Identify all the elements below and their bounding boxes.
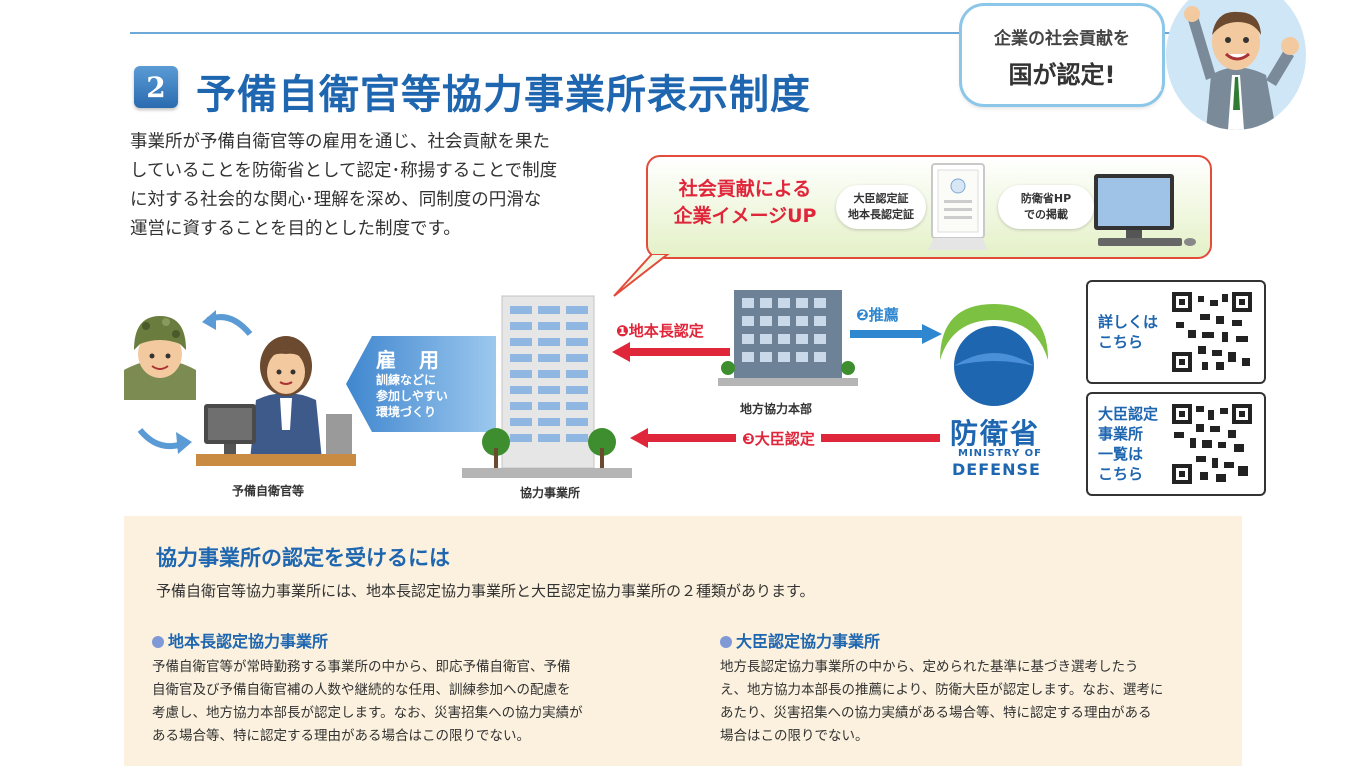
- mod-name-jp: 防衛省: [950, 417, 1041, 450]
- arrow1-label: ❶地本長認定: [616, 322, 704, 340]
- section-title-text: 地本長認定協力事業所: [168, 632, 329, 651]
- body-line: え、地方協力本部長の推薦により、防衛大臣が認定します。なお、選考に: [720, 682, 1164, 698]
- callout-tail: [613, 254, 670, 297]
- reservist-label: 予備自衛官等: [232, 484, 305, 498]
- qr-code-icon[interactable]: [1172, 404, 1252, 484]
- pill-line: 防衛省HP: [1020, 192, 1072, 205]
- reservist-soldier-icon: [120, 310, 200, 404]
- mod-name-en-line1: MINISTRY OF: [958, 448, 1042, 459]
- qr-card-details[interactable]: 詳しくは こちら: [1086, 280, 1266, 384]
- company-label: 協力事業所: [520, 486, 581, 500]
- speech-tail: [1140, 80, 1162, 100]
- body-line: 地方長認定協力事業所の中から、定められた基準に基づき選考したう: [720, 659, 1139, 675]
- employment-title: 雇 用: [376, 348, 447, 372]
- bullet-icon: [720, 636, 732, 648]
- office-worker-icon: [196, 330, 356, 474]
- section-number-badge: 2: [134, 66, 178, 108]
- body-line: ある場合等、特に認定する理由がある場合はこの限りでない。: [152, 728, 530, 744]
- speech-bubble: 企業の社会貢献を 国が認定!: [962, 6, 1162, 104]
- section-title-minister: 大臣認定協力事業所: [720, 628, 880, 652]
- page-title: 予備自衛官等協力事業所表示制度: [196, 72, 811, 118]
- body-line: 予備自衛官等が常時勤務する事業所の中から、即応予備自衛官、予備: [152, 659, 571, 675]
- intro-line: 運営に資することを目的とした制度です。: [130, 219, 461, 239]
- mod-name-en-line2: DEFENSE: [952, 460, 1041, 479]
- speech-line1: 企業の社会貢献を: [994, 29, 1130, 49]
- pco-label: 地方協力本部: [740, 402, 813, 416]
- cycle-arrow-icon: [137, 428, 192, 454]
- qr-card-text: 大臣認定 事業所 一覧は こちら: [1098, 404, 1158, 484]
- qr-text-line: 事業所: [1098, 425, 1144, 443]
- body-line: あたり、災害招集への協力実績がある場合等、特に認定する理由がある: [720, 705, 1152, 721]
- certificate-pill: 大臣認定証 地本長認定証: [836, 185, 926, 229]
- qr-card-text: 詳しくは こちら: [1098, 312, 1158, 352]
- pill-line: での掲載: [1024, 208, 1068, 221]
- employment-sub-line: 環境づくり: [376, 405, 437, 419]
- qr-card-minister-list[interactable]: 大臣認定 事業所 一覧は こちら: [1086, 392, 1266, 496]
- cycle-arrow-icon: [202, 310, 253, 336]
- top-rule: [130, 32, 1260, 34]
- certificate-icon: [928, 160, 988, 256]
- callout-title: 社会貢献による 企業イメージUP: [660, 176, 830, 230]
- info-lead: 予備自衛官等協力事業所には、地本長認定協力事業所と大臣認定協力事業所の２種類があ…: [156, 582, 815, 600]
- qr-text-line: 詳しくは: [1098, 313, 1159, 331]
- section-title-text: 大臣認定協力事業所: [736, 632, 881, 651]
- intro-line: に対する社会的な関心･理解を深め、同制度の円滑な: [130, 190, 542, 210]
- certification-info-panel: [124, 516, 1242, 766]
- bullet-icon: [152, 636, 164, 648]
- speech-line2: 国が認定!: [1008, 61, 1116, 89]
- qr-text-line: こちら: [1098, 333, 1144, 351]
- body-line: 自衛官及び予備自衛官補の人数や継続的な任用、訓練参加への配慮を: [152, 682, 571, 698]
- intro-paragraph: 事業所が予備自衛官等の雇用を通じ、社会貢献を果た していることを防衛省として認定…: [130, 128, 650, 244]
- employment-sub-line: 訓練などに: [376, 373, 437, 387]
- body-line: 場合はこの限りでない。: [720, 728, 869, 744]
- businessman-illustration: [1166, 0, 1306, 130]
- info-title: 協力事業所の認定を受けるには: [156, 546, 450, 570]
- qr-text-line: 一覧は: [1098, 445, 1144, 463]
- qr-text-line: こちら: [1098, 465, 1144, 483]
- section-body-chihoncho: 予備自衛官等が常時勤務する事業所の中から、即応予備自衛官、予備 自衛官及び予備自…: [152, 656, 652, 748]
- body-line: 考慮し、地方協力本部長が認定します。なお、災害招集への協力実績が: [152, 705, 583, 721]
- pco-building-icon: [718, 286, 858, 394]
- computer-icon: [1090, 170, 1200, 254]
- pill-line: 大臣認定証: [853, 192, 909, 205]
- arrow2-label: ❷推薦: [856, 306, 899, 324]
- callout-title-line1: 社会貢献による: [678, 178, 812, 200]
- qr-code-icon[interactable]: [1172, 292, 1252, 372]
- pill-line: 地本長認定証: [848, 208, 914, 221]
- company-building-icon: [462, 292, 632, 486]
- callout-title-line2: 企業イメージUP: [673, 205, 817, 227]
- qr-text-line: 大臣認定: [1098, 405, 1159, 423]
- employment-subtext: 訓練などに 参加しやすい 環境づくり: [376, 372, 486, 420]
- arrow-recommendation: [850, 324, 942, 344]
- employment-sub-line: 参加しやすい: [376, 389, 448, 403]
- intro-line: 事業所が予備自衛官等の雇用を通じ、社会貢献を果た: [130, 132, 550, 152]
- section-title-chihoncho: 地本長認定協力事業所: [152, 628, 328, 652]
- arrow3-label: ❸大臣認定: [736, 428, 821, 449]
- website-pill: 防衛省HP での掲載: [998, 185, 1094, 229]
- employment-arrow: [346, 336, 496, 432]
- section-body-minister: 地方長認定協力事業所の中から、定められた基準に基づき選考したう え、地方協力本部…: [720, 656, 1220, 748]
- intro-line: していることを防衛省として認定･称揚することで制度: [130, 161, 558, 181]
- arrow-chihoncho-certification: [612, 342, 730, 362]
- mod-logo-icon: [932, 300, 1056, 414]
